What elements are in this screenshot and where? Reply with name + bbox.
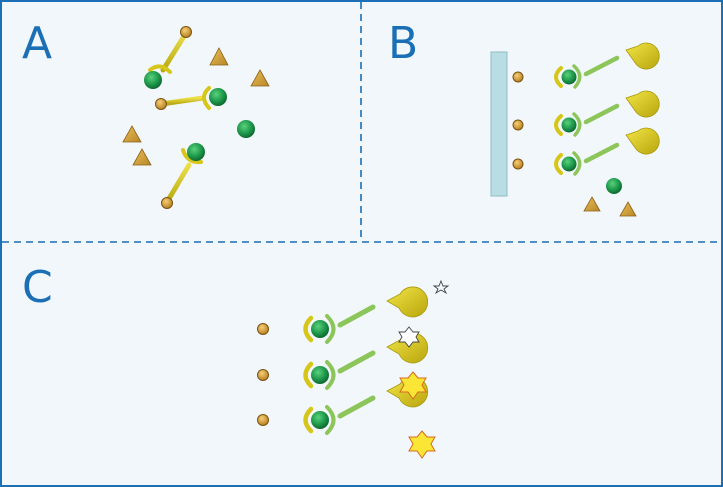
- pacman-receptor-icon: [625, 90, 660, 118]
- triangle-molecule-icon: [583, 196, 601, 212]
- triangle-molecule-icon: [250, 69, 270, 87]
- pacman-receptor-icon: [625, 42, 660, 70]
- tethered-bead-icon: [148, 26, 192, 74]
- panel-c: [257, 279, 450, 459]
- ligand-ball-icon: [237, 120, 255, 138]
- star-analyte-icon: [398, 326, 420, 348]
- panel-a: [122, 26, 270, 209]
- panel-label-a: A: [22, 18, 52, 69]
- construct-row: [512, 127, 660, 176]
- tethered-bead-icon: [155, 86, 211, 110]
- panel-b: [490, 42, 660, 217]
- triangle-molecule-icon: [132, 148, 152, 166]
- ligand-ball-icon: [209, 88, 227, 106]
- star-analyte-icon: [399, 371, 427, 400]
- construct-row: [512, 42, 660, 89]
- tethered-bead-icon: [161, 148, 203, 209]
- triangle-molecule-icon: [619, 201, 637, 217]
- star-analyte-icon: [408, 430, 436, 459]
- triangle-molecule-icon: [209, 47, 229, 66]
- ligand-ball-icon: [187, 143, 205, 161]
- panel-label-b: B: [388, 18, 418, 69]
- triangle-molecule-icon: [122, 125, 142, 143]
- panel-label-c: C: [22, 262, 53, 313]
- construct-row: [257, 286, 429, 344]
- construct-row: [512, 90, 660, 137]
- surface-slab-icon: [490, 51, 508, 197]
- pacman-receptor-icon: [386, 286, 429, 318]
- ligand-ball-icon: [606, 178, 622, 194]
- star-analyte-icon: [432, 279, 450, 295]
- pacman-receptor-icon: [625, 127, 660, 155]
- ligand-ball-icon: [144, 71, 162, 89]
